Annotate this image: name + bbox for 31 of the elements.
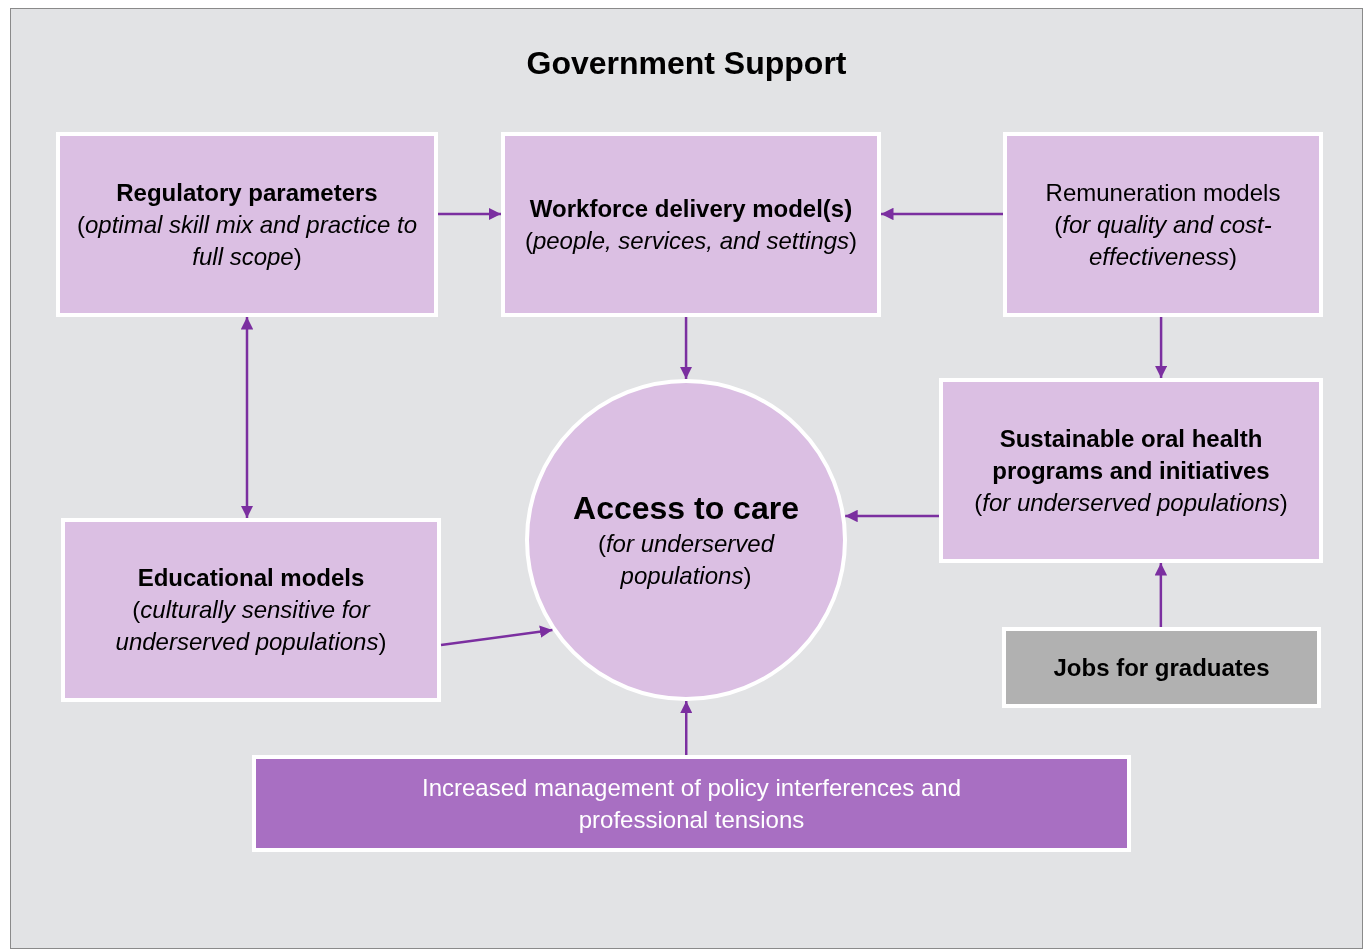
process-box bbox=[939, 378, 1323, 563]
arrow bbox=[1154, 563, 1168, 627]
process-box bbox=[61, 518, 441, 702]
arrow bbox=[680, 701, 693, 755]
arrow bbox=[440, 625, 553, 647]
process-box bbox=[501, 132, 881, 317]
arrow bbox=[881, 207, 1003, 221]
node-subtitle: (people, services, and settings) bbox=[524, 225, 858, 256]
node-subtitle: (culturally sensitive for underserved populations) bbox=[114, 595, 388, 657]
arrow bbox=[1154, 317, 1168, 378]
node-title: Workforce delivery model(s) bbox=[529, 193, 853, 224]
node-subtitle: (optimal skill mix and practice to full scope) bbox=[76, 209, 418, 272]
arrow bbox=[240, 317, 254, 518]
node-title: Regulatory parameters bbox=[116, 177, 378, 208]
node-title: Jobs for graduates bbox=[1053, 652, 1270, 683]
process-box bbox=[1002, 627, 1321, 708]
node-title: Access to care bbox=[573, 489, 799, 528]
node-title: Educational models bbox=[137, 563, 365, 593]
panel-background bbox=[10, 8, 1363, 949]
process-box bbox=[1003, 132, 1323, 317]
node-subtitle: (for quality and cost-effectiveness) bbox=[1053, 209, 1273, 272]
arrow bbox=[438, 207, 501, 221]
banner-box bbox=[252, 755, 1131, 852]
node-title: Remuneration models bbox=[1045, 177, 1281, 208]
arrow bbox=[845, 509, 939, 523]
panel-title: Government Support bbox=[526, 44, 847, 83]
node-subtitle: (for underserved populations) bbox=[596, 529, 776, 591]
process-box bbox=[56, 132, 438, 317]
arrow bbox=[679, 317, 693, 379]
node-subtitle: (for underserved populations) bbox=[974, 487, 1288, 518]
node-title: Increased management of policy interferences and professional tensions bbox=[421, 772, 962, 835]
